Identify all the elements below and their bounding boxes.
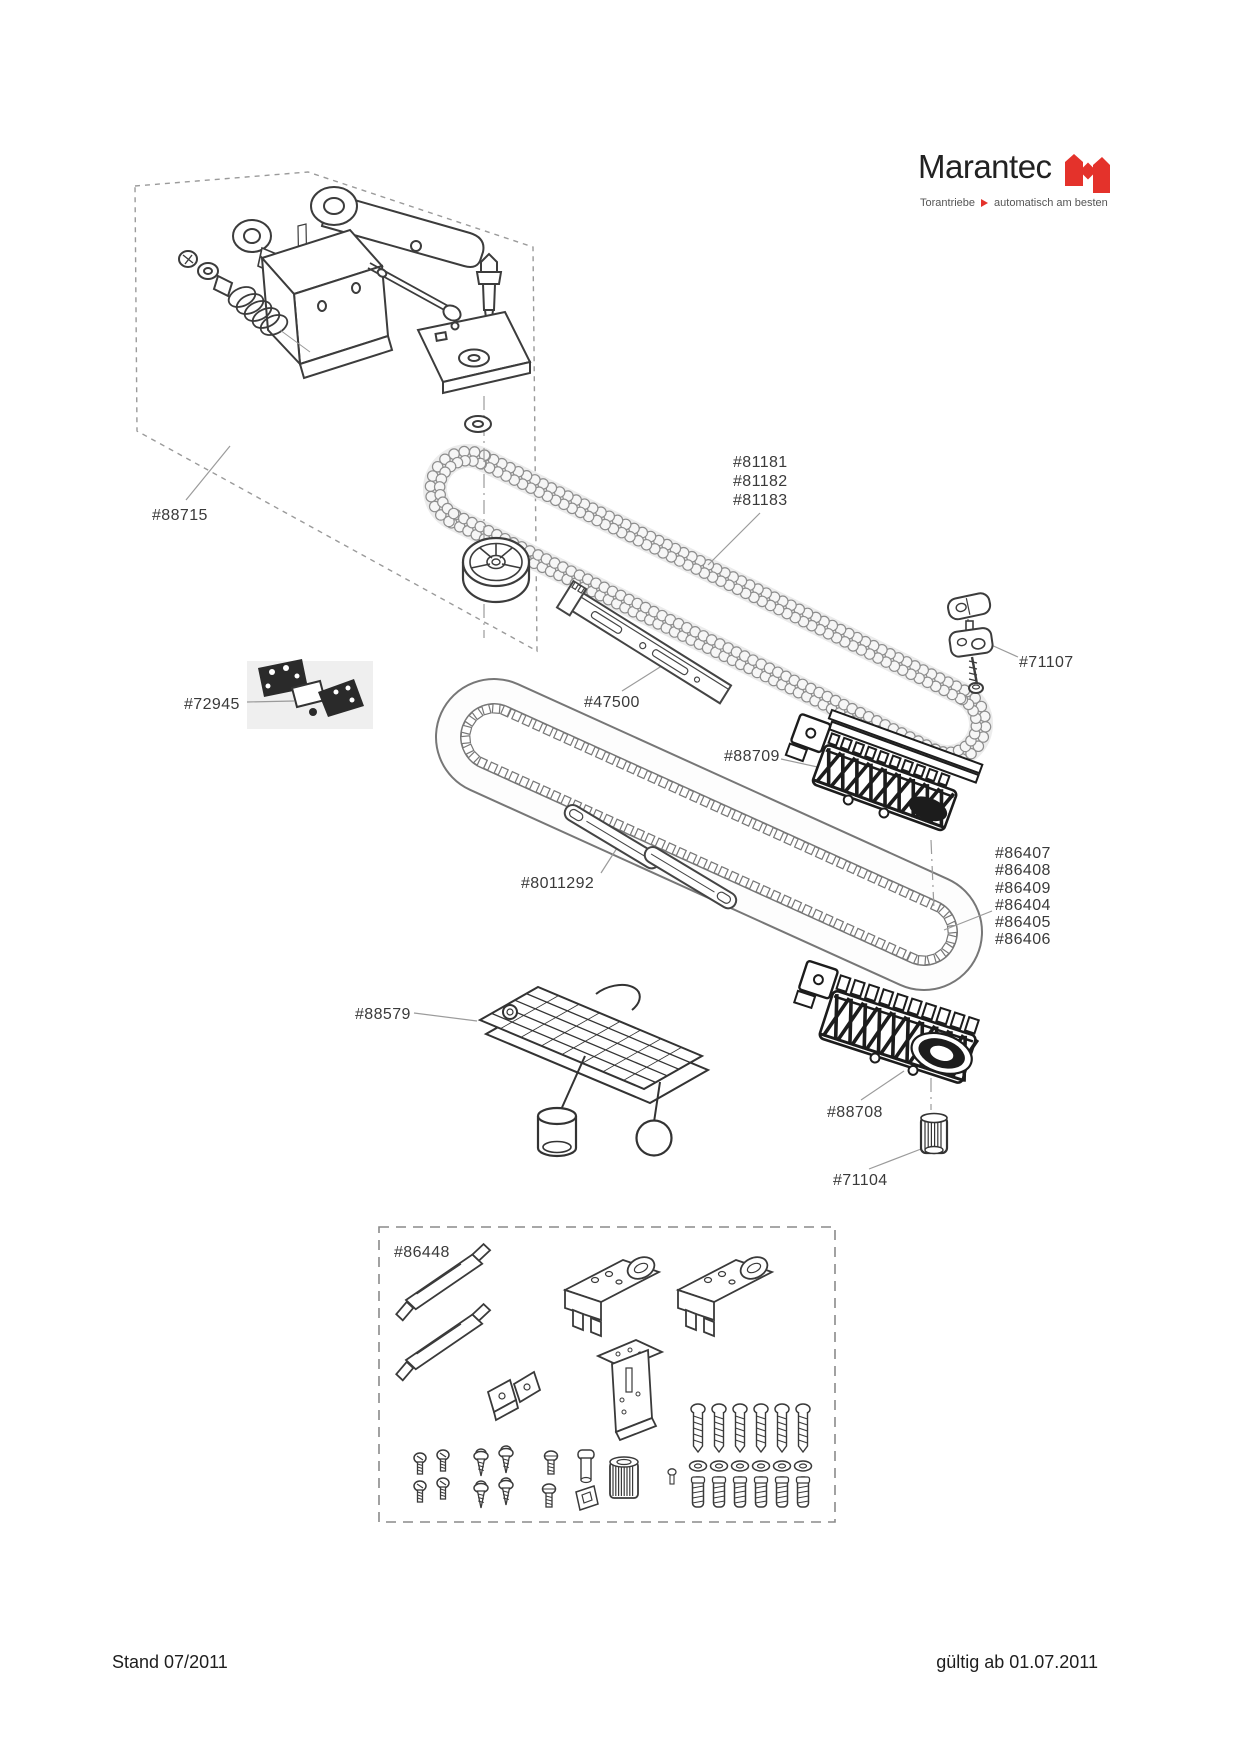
- part-72945-latch: [258, 659, 364, 717]
- part-label-81183: #81183: [733, 492, 788, 509]
- part-label-81181-group: #81181 #81182 #81183: [733, 453, 788, 510]
- part-label-88579: #88579: [355, 1006, 411, 1023]
- ceiling-bracket-assembly: [178, 186, 532, 433]
- part-label-86407-group: #86407 #86408 #86409 #86404 #86405 #8640…: [995, 845, 1051, 949]
- part-label-8011292: #8011292: [521, 875, 595, 892]
- part-label-81182: #81182: [733, 473, 788, 490]
- footer-stand-date: Stand 07/2011: [112, 1652, 228, 1672]
- part-label-86407: #86407: [995, 845, 1051, 862]
- part-71104-coupler: [919, 1112, 949, 1155]
- pulley-wheel: [461, 536, 531, 604]
- part-label-86406: #86406: [995, 931, 1051, 949]
- part-label-86404: #86404: [995, 896, 1051, 914]
- tagline-right: automatisch am besten: [994, 197, 1108, 209]
- part-label-81181: #81181: [733, 454, 788, 471]
- part-88579-tray: [477, 983, 711, 1158]
- logo-m-mark: [1065, 154, 1110, 193]
- part-label-86408: #86408: [995, 862, 1051, 880]
- part-label-72945: #72945: [184, 696, 240, 713]
- hardware-set-86448: [395, 1242, 813, 1511]
- part-label-71104: #71104: [833, 1172, 888, 1189]
- belt-drawing: [435, 678, 983, 991]
- part-label-88709: #88709: [724, 748, 780, 765]
- part-label-86405: #86405: [995, 914, 1051, 932]
- part-label-86409: #86409: [995, 879, 1051, 897]
- carriages: [784, 708, 984, 1084]
- chain-drawing: [423, 444, 993, 769]
- part-label-71107: #71107: [1019, 654, 1074, 671]
- part-label-88708: #88708: [827, 1104, 883, 1121]
- tagline-arrow-icon: [981, 199, 989, 207]
- part-label-86448: #86448: [394, 1244, 450, 1261]
- part-label-47500: #47500: [584, 694, 640, 711]
- brand-tagline: Torantriebe automatisch am besten: [920, 197, 1108, 209]
- part-8011292-rails: [563, 803, 738, 910]
- part-47500-rail: [555, 579, 733, 705]
- part-88708-carriage: [792, 960, 981, 1084]
- tagline-left: Torantriebe: [920, 197, 976, 209]
- brand-logo-text: Marantec: [918, 148, 1052, 185]
- dashed-group-border-hardware: [378, 1226, 836, 1523]
- footer-valid-date: gültig ab 01.07.2011: [936, 1652, 1098, 1672]
- dashed-group-border-top: [134, 171, 538, 653]
- part-71107-tensioner: [947, 592, 994, 694]
- part-label-88715: #88715: [152, 507, 208, 524]
- part-88709-carriage: [784, 708, 984, 832]
